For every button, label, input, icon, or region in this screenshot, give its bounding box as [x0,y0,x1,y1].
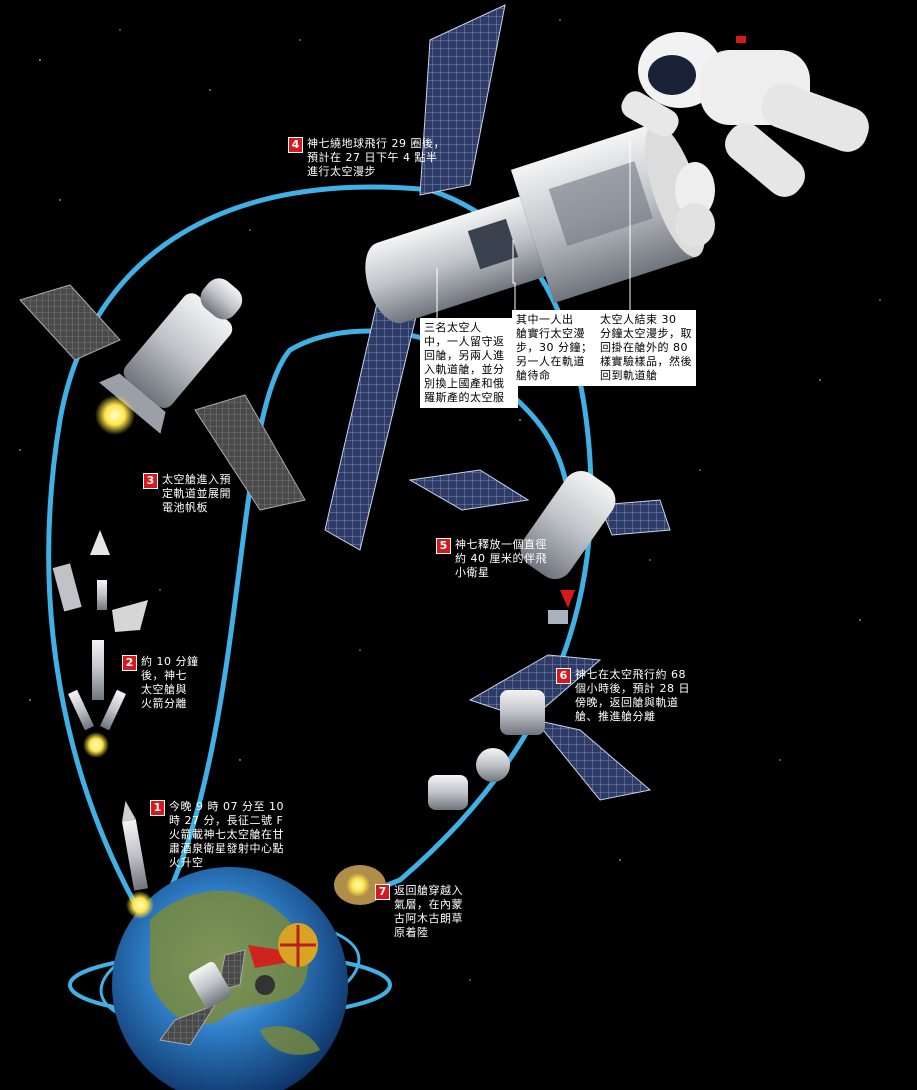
step-number-badge: 4 [288,137,303,153]
main-orbit [46,184,433,933]
step-2: 2 約 10 分鐘 後，神七 太空艙與 火箭分離 [122,655,199,711]
astronaut-figure [621,32,869,197]
step-description: 太空艙進入預 定軌道並展開 電池帆板 [162,473,231,514]
step-5: 5 神七釋放一個直徑 約 40 厘米的伴飛 小衛星 [436,538,547,580]
step-number-badge: 6 [556,668,571,684]
step-description: 神七繞地球飛行 29 圈後， 預計在 27 日下午 4 點半 進行太空漫步 [307,137,445,178]
step-6: 6 神七在太空飛行約 68 個小時後，預計 28 日 傍晚，返回艙與軌道 艙、推… [556,668,690,724]
spacecraft-deploy-panels [19,278,306,511]
launch-rocket [122,800,154,919]
step-number-badge: 1 [150,800,165,816]
reentry-capsule [255,865,386,995]
star-field [19,19,881,981]
step-description: 約 10 分鐘 後，神七 太空艙與 火箭分離 [141,655,199,710]
callout-spacewalk-end: 太空人結束 30 分鐘太空漫步，取 回掛在艙外的 80 樣實驗樣品，然後 回到軌… [596,310,696,386]
inner-orbit [147,328,574,933]
step-number-badge: 5 [436,538,451,554]
step-description: 今晚 9 時 07 分至 10 時 27 分，長征二號 F 火箭載神七太空艙在甘… [169,800,284,869]
step-description: 神七在太空飛行約 68 個小時後，預計 28 日 傍晚，返回艙與軌道 艙、推進艙… [575,668,690,723]
callout-spacewalk: 其中一人出 艙實行太空漫 步，30 分鐘； 另一人在軌道 艙待命 [512,310,600,386]
step-number-badge: 7 [375,884,390,900]
step-4: 4 神七繞地球飛行 29 圈後， 預計在 27 日下午 4 點半 進行太空漫步 [288,137,445,179]
orbit-module-near-earth [159,949,246,1046]
step-number-badge: 2 [122,655,137,671]
callout-leaders [436,140,631,318]
separation-stages [52,530,148,758]
orbital-spacecraft [324,4,715,551]
step-7: 7 返回艙穿越入 氣層，在內蒙 古阿木古朗草 原着陸 [375,884,463,940]
step-number-badge: 3 [143,473,158,489]
step-description: 神七釋放一個直徑 約 40 厘米的伴飛 小衛星 [455,538,547,579]
step-description: 返回艙穿越入 氣層，在內蒙 古阿木古朗草 原着陸 [394,884,463,939]
callout-crew-roles: 三名太空人 中，一人留守返 回艙，另兩人進 入軌道艙，並分 別換上國產和俄 羅斯… [420,318,518,408]
spacecraft-release-satellite [408,469,671,624]
step-1: 1 今晚 9 時 07 分至 10 時 27 分，長征二號 F 火箭載神七太空艙… [150,800,284,870]
step-3: 3 太空艙進入預 定軌道並展開 電池帆板 [143,473,231,515]
